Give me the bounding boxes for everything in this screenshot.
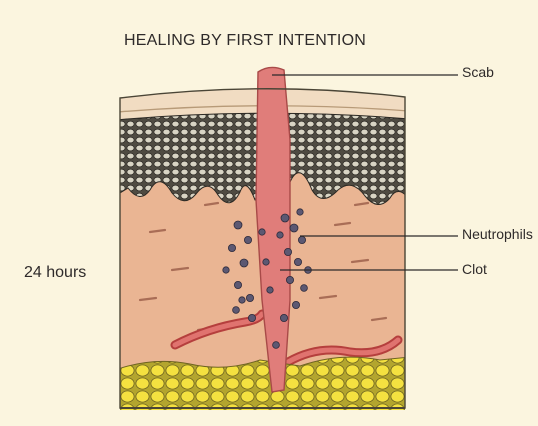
neutrophils-label: Neutrophils	[462, 226, 533, 242]
fat-layer	[110, 356, 420, 420]
time-label: 24 hours	[24, 264, 86, 282]
scab-label: Scab	[462, 64, 494, 80]
clot-label: Clot	[462, 261, 487, 277]
diagram-title: HEALING BY FIRST INTENTION	[124, 32, 366, 50]
